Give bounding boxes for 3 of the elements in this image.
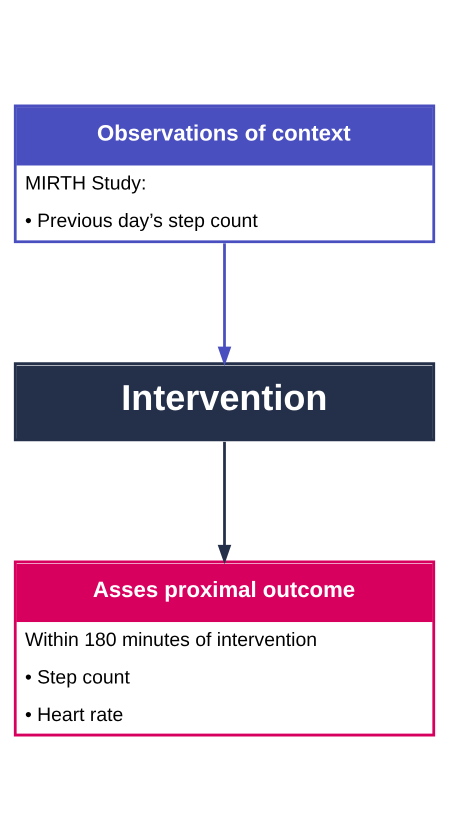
node-box: Observations of context MIRTH Study: • Previous day’s step count	[14, 104, 436, 243]
arrow	[218, 242, 232, 366]
arrow	[218, 441, 232, 564]
